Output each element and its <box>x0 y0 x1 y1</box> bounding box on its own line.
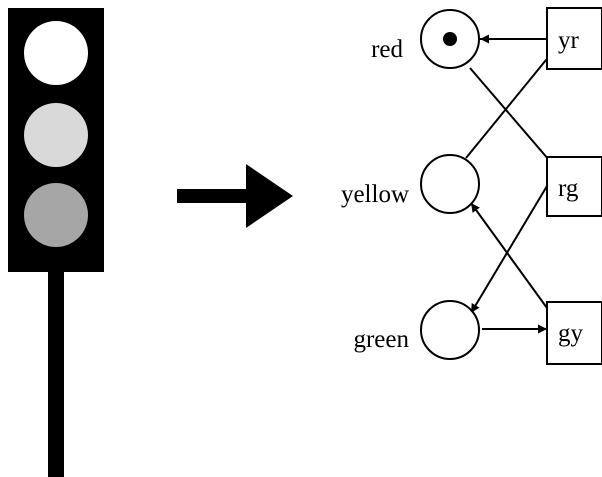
petri-net-labels: red yellow green yr rg gy <box>341 27 584 353</box>
transition-yr-label: yr <box>558 27 580 54</box>
transition-rg <box>546 156 602 217</box>
petri-net-places <box>420 9 480 360</box>
traffic-light-pole <box>48 270 64 477</box>
arc-rg-to-green <box>470 185 548 314</box>
arc-gy-to-yellow <box>470 202 548 309</box>
traffic-light-middle-lamp <box>24 103 88 167</box>
traffic-light-top-lamp <box>24 21 88 85</box>
transformation-arrow-head <box>246 164 293 228</box>
place-green <box>420 300 480 360</box>
transformation-arrow <box>177 164 293 228</box>
transition-rg-label: rg <box>558 175 579 202</box>
place-yellow-label: yellow <box>341 181 409 208</box>
transition-gy <box>546 301 602 365</box>
arc-yellow-to-yr <box>465 48 556 159</box>
transition-yr <box>546 7 602 70</box>
place-green-label: green <box>353 326 409 353</box>
transition-gy-label: gy <box>558 320 584 347</box>
petri-net-transitions <box>546 7 602 365</box>
place-yellow <box>420 154 480 214</box>
petri-net-arcs <box>465 34 556 334</box>
place-red-label: red <box>371 36 403 63</box>
traffic-light-bottom-lamp <box>24 183 88 247</box>
arc-red-to-rg <box>469 67 556 168</box>
transformation-arrow-shaft <box>177 189 249 203</box>
traffic-light <box>8 8 104 477</box>
place-red-token <box>443 32 457 46</box>
